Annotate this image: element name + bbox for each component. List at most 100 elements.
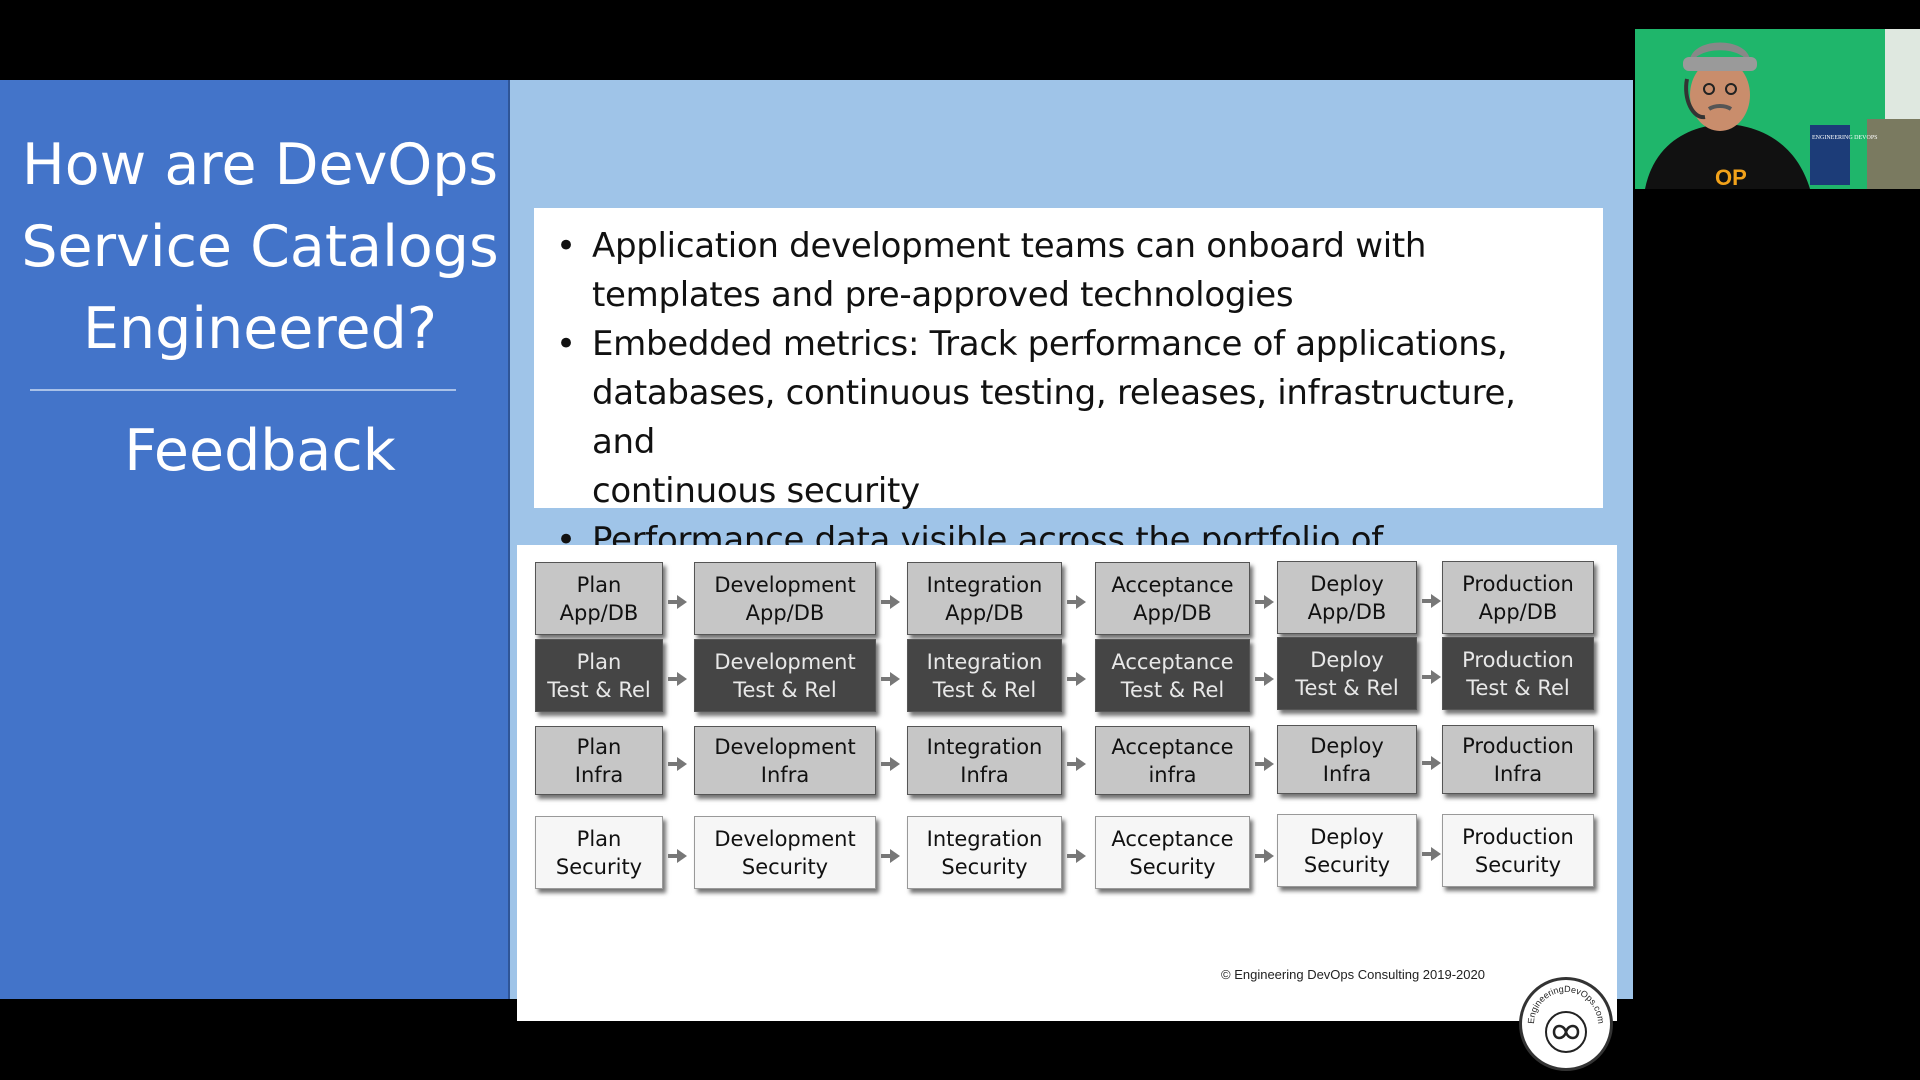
stage-name: Production <box>1462 733 1574 758</box>
bullet-list: • Application development teams can onbo… <box>534 208 1603 609</box>
flow-arrow-icon <box>1422 846 1441 861</box>
engineering-devops-logo: EngineeringDevOps.com <box>1519 977 1613 1071</box>
bullet-line: databases, continuous testing, releases,… <box>592 373 1516 462</box>
infinity-logo-icon: EngineeringDevOps.com <box>1526 984 1606 1053</box>
stage-scope: Security <box>741 854 829 879</box>
flow-arrow-icon <box>1067 671 1086 686</box>
slide-title: How are DevOps Service Catalogs Engineer… <box>0 124 520 370</box>
pipeline-stage-card: Acceptance infra <box>1095 726 1250 795</box>
stage-name: Production <box>1462 647 1574 672</box>
flow-arrow-icon <box>1255 594 1274 609</box>
stage-scope: Infra <box>1493 761 1543 786</box>
flow-arrow-icon <box>1255 848 1274 863</box>
stage-name: Integration <box>926 734 1043 759</box>
slide-title-line: Engineered? <box>82 296 438 362</box>
bullet-line: Embedded metrics: Track performance of a… <box>592 324 1508 364</box>
stage-name: Integration <box>926 649 1043 674</box>
flow-arrow-icon <box>668 594 687 609</box>
flow-arrow-icon <box>881 756 900 771</box>
stage-scope: infra <box>1148 762 1197 787</box>
slide-subtitle: Feedback <box>124 418 396 484</box>
bullet-line: Application development teams can onboar… <box>592 226 1427 266</box>
flow-arrow-icon <box>668 671 687 686</box>
stage-scope: App/DB <box>945 600 1024 625</box>
stage-scope: Test & Rel <box>1466 675 1570 700</box>
flow-arrow-icon <box>1422 593 1441 608</box>
flow-arrow-icon <box>1255 756 1274 771</box>
stage-name: Acceptance <box>1111 572 1234 597</box>
stage-name: Development <box>714 649 856 674</box>
stage-name: Plan <box>576 649 622 674</box>
flow-arrow-icon <box>1422 755 1441 770</box>
presentation-slide: How are DevOps Service Catalogs Engineer… <box>0 80 1633 1071</box>
stage-scope: Security <box>941 854 1028 879</box>
slide-title-line: Service Catalogs <box>21 214 499 280</box>
flow-arrow-icon <box>1255 671 1274 686</box>
stage-name: Plan <box>576 572 622 597</box>
bullet-marker: • <box>556 226 576 266</box>
stage-scope: Test & Rel <box>547 677 651 702</box>
stage-scope: Test & Rel <box>932 677 1037 702</box>
stage-scope: Test & Rel <box>1295 675 1399 700</box>
flow-arrow-icon <box>1067 756 1086 771</box>
stage-name: Acceptance <box>1111 649 1234 674</box>
slide-title-line: How are DevOps <box>21 132 499 198</box>
flow-arrow-icon <box>881 671 900 686</box>
presenter-video-icon: OP ENGINEERING DEVOPS <box>1635 29 1920 189</box>
bullet-item: • Application development teams can onbo… <box>548 222 1589 320</box>
copyright-notice: © Engineering DevOps Consulting 2019-202… <box>1221 967 1485 982</box>
stage-name: Acceptance <box>1111 826 1234 851</box>
stage-name: Development <box>714 572 856 597</box>
stage-name: Production <box>1462 571 1574 596</box>
stage-name: Deploy <box>1310 571 1384 596</box>
bullet-line: continuous security <box>592 471 920 511</box>
stage-scope: App/DB <box>1133 600 1212 625</box>
flow-arrow-icon <box>1067 594 1086 609</box>
stage-name: Acceptance <box>1111 734 1234 759</box>
flow-arrow-icon <box>668 756 687 771</box>
stage-name: Integration <box>926 826 1043 851</box>
flow-arrow-icon <box>1422 669 1441 684</box>
stage-scope: Test & Rel <box>733 677 837 702</box>
stage-name: Deploy <box>1310 647 1384 672</box>
stage-name: Plan <box>576 734 622 759</box>
presenter-webcam: OP ENGINEERING DEVOPS <box>1635 29 1920 189</box>
stage-scope: Security <box>1303 852 1391 877</box>
slide-title-panel: How are DevOps Service Catalogs Engineer… <box>0 80 510 999</box>
stage-scope: App/DB <box>1478 599 1558 624</box>
bullet-line: templates and pre-approved technologies <box>592 275 1294 315</box>
logo-text: EngineeringDevOps.com <box>1526 984 1606 1024</box>
stage-scope: Test & Rel <box>1120 677 1225 702</box>
bullet-marker: • <box>556 324 576 364</box>
shirt-text: OP <box>1715 165 1747 189</box>
stage-scope: Security <box>1474 852 1562 877</box>
stage-scope: Infra <box>574 762 624 787</box>
stage-scope: Infra <box>760 762 810 787</box>
stage-scope: Infra <box>1322 761 1372 786</box>
stage-scope: App/DB <box>745 600 825 625</box>
flow-arrow-icon <box>881 594 900 609</box>
stage-name: Integration <box>926 572 1043 597</box>
flow-arrow-icon <box>881 848 900 863</box>
stage-scope: Security <box>1129 854 1216 879</box>
stage-name: Production <box>1462 824 1574 849</box>
svg-text:EngineeringDevOps.com: EngineeringDevOps.com <box>1526 984 1606 1024</box>
